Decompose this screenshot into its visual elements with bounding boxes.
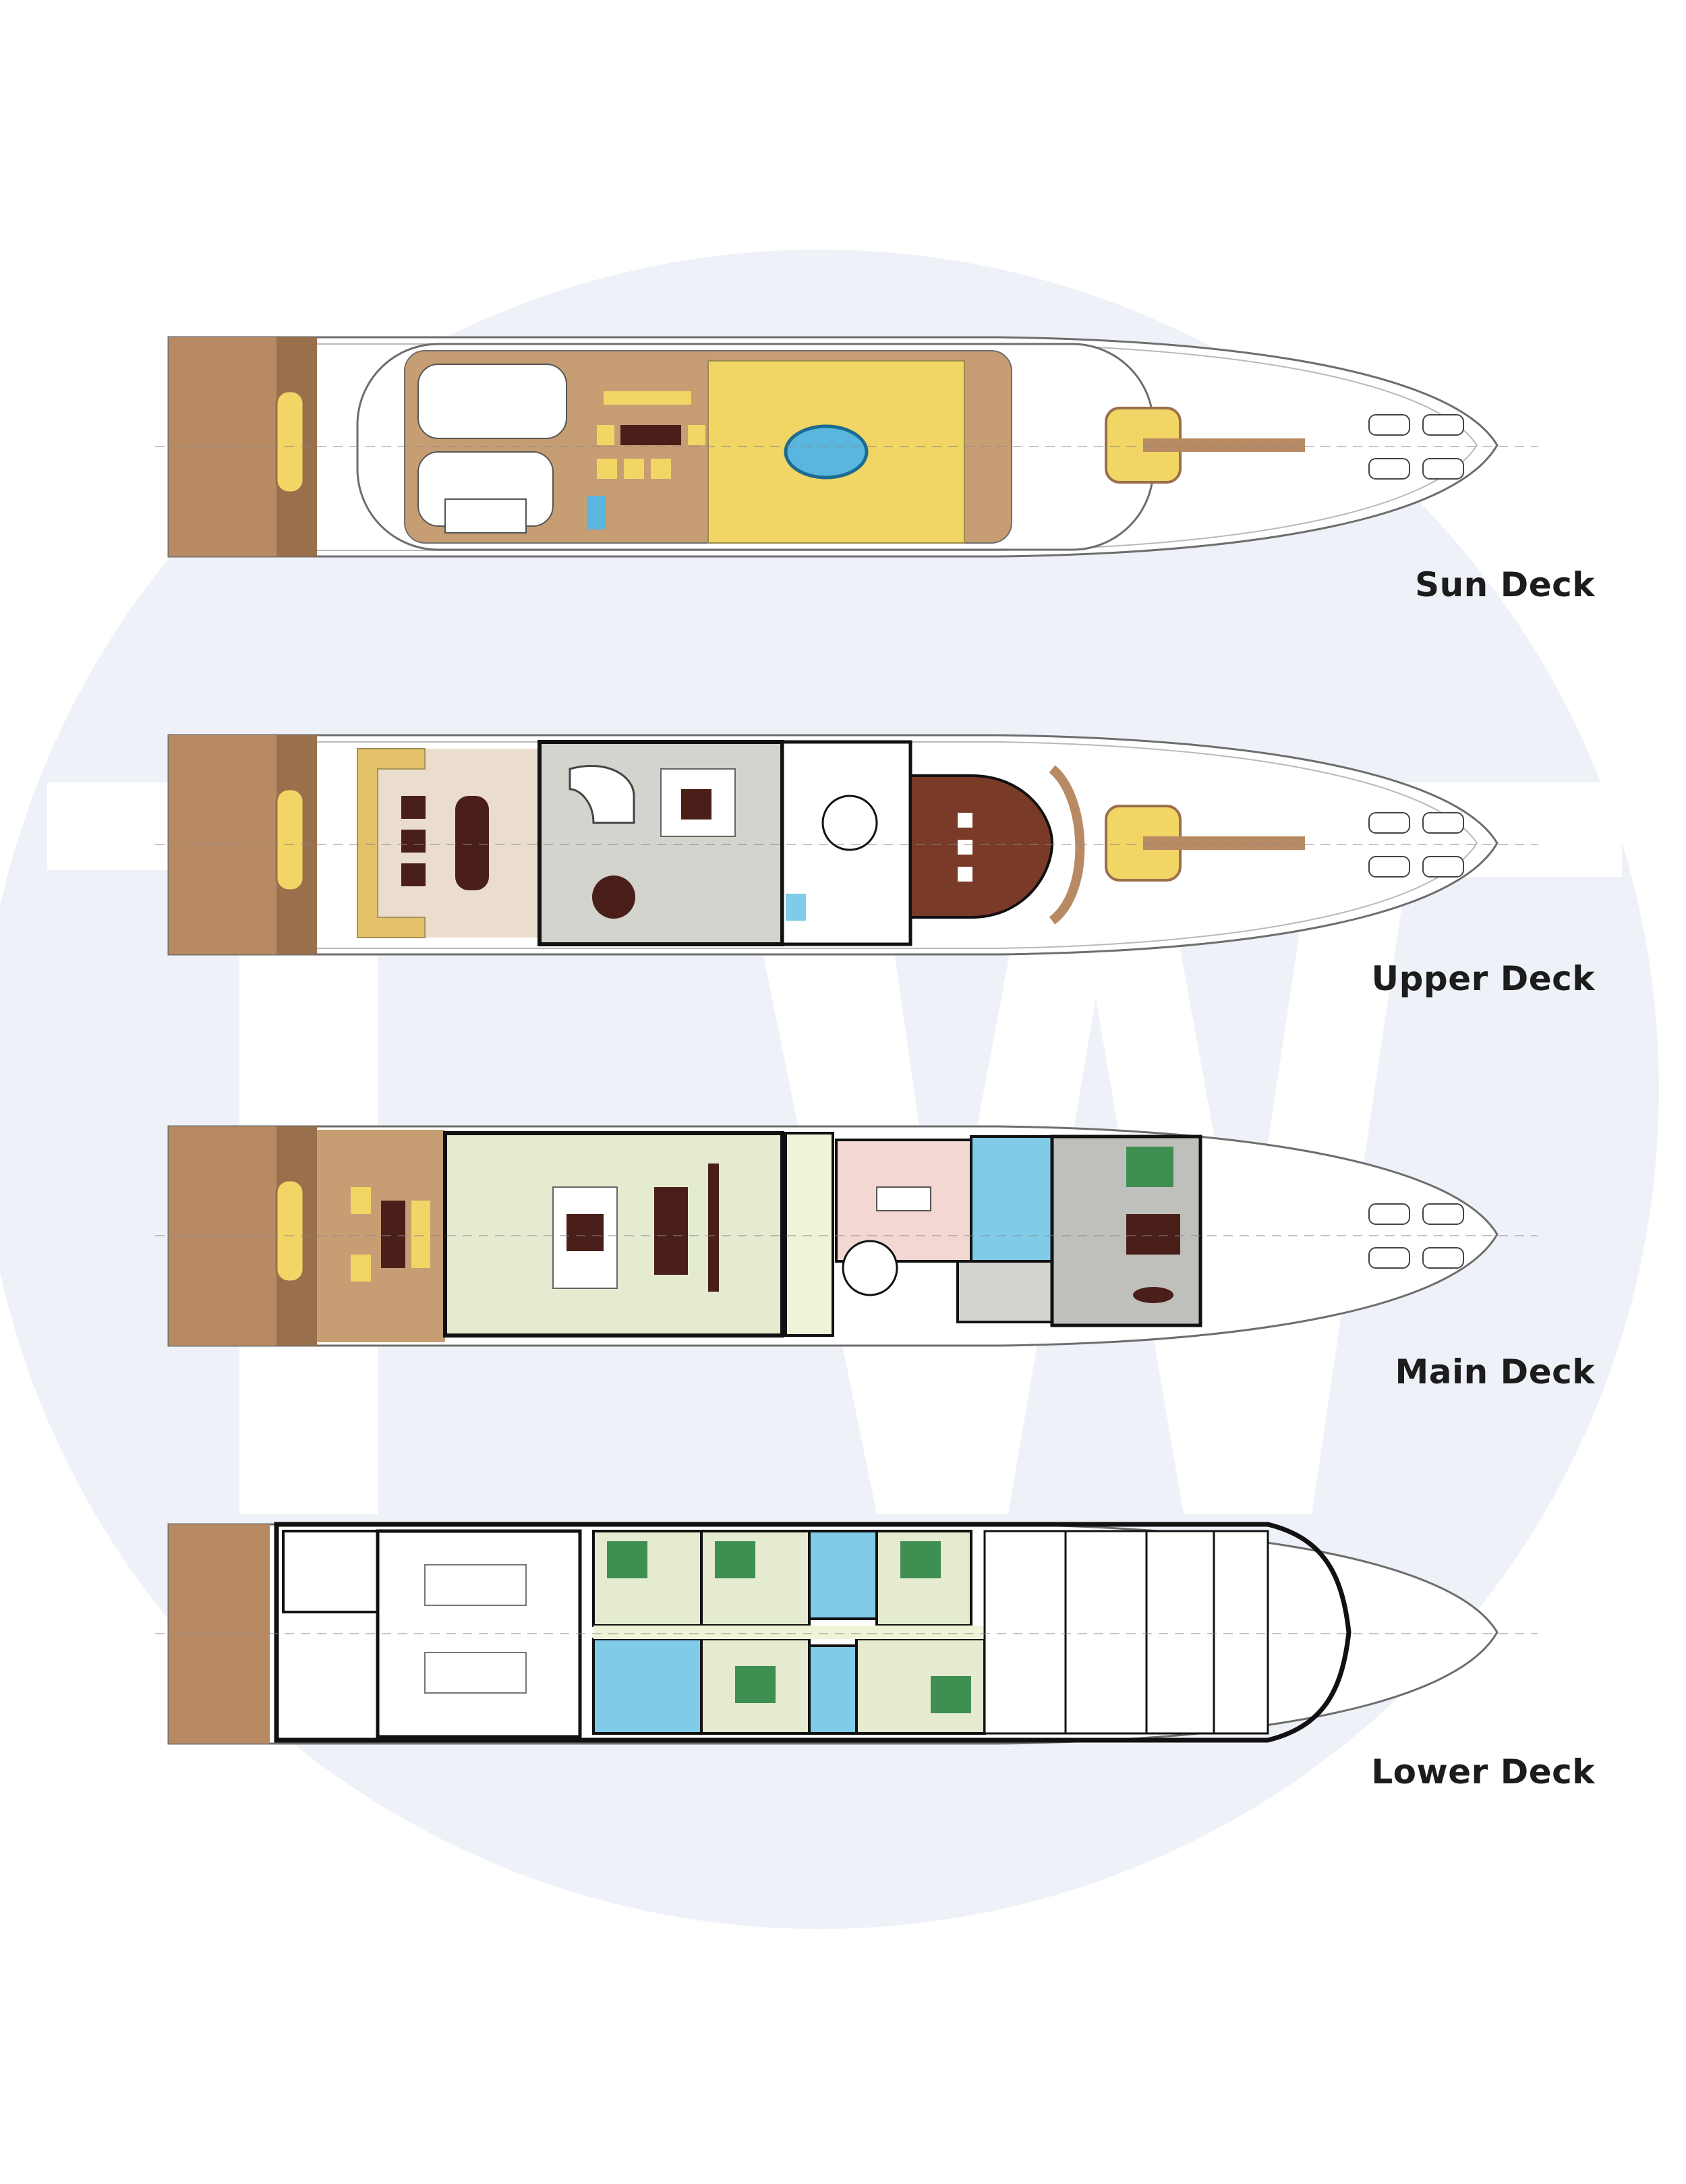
aft-sunpad (275, 788, 305, 892)
anchor-2 (1368, 856, 1410, 878)
forward-lounge (909, 774, 1054, 919)
guest-bed-1 (715, 1541, 755, 1578)
seat-yellow-3 (597, 459, 617, 479)
aft-lounge-sofa (357, 748, 426, 938)
engine-1 (424, 1564, 527, 1606)
guest-bed-2 (900, 1541, 941, 1578)
aft-dining-table (455, 796, 489, 890)
jacuzzi-pool (784, 424, 869, 480)
aft-lounge-floor (357, 749, 540, 938)
anchor-3 (1422, 1203, 1464, 1225)
forward-seat-1 (958, 813, 972, 828)
game-table (592, 875, 635, 919)
hull-inner-line (189, 343, 1478, 551)
entrance-lobby (784, 1132, 834, 1337)
anchor-2 (1368, 458, 1410, 480)
jetski-rack (444, 498, 527, 534)
saloon-bar (708, 1163, 719, 1292)
lower-deck-plan (155, 1522, 1538, 1745)
corridor (593, 1626, 985, 1639)
forward-seat-2 (958, 840, 972, 855)
ottoman-3 (401, 863, 426, 886)
guest-bath-a (808, 1530, 878, 1620)
anchor-4 (1422, 1247, 1464, 1269)
anchor-1 (1368, 414, 1410, 436)
spiral-stair (842, 1240, 898, 1296)
bathroom-blue (786, 894, 806, 921)
forward-deck-arc (1049, 765, 1085, 925)
anchor-4 (1422, 856, 1464, 878)
seat-yellow-2 (688, 425, 705, 445)
anchor-1 (1368, 812, 1410, 834)
sun-deck-plan (155, 336, 1538, 558)
aft-table (381, 1201, 405, 1268)
guest-bed-4 (735, 1666, 776, 1703)
engine-2 (424, 1652, 527, 1694)
guest-bed-3 (931, 1676, 971, 1713)
small-blue-unit (587, 496, 606, 529)
upper-deck-label: Upper Deck (1371, 959, 1595, 998)
master-rug (1133, 1287, 1173, 1303)
master-bath (970, 1135, 1053, 1263)
seat-yellow-1 (597, 425, 614, 445)
main-deck-label: Main Deck (1395, 1352, 1595, 1391)
main-deck-plan (155, 1125, 1538, 1347)
seat-yellow-5 (651, 459, 671, 479)
ottoman-1 (401, 796, 426, 819)
anchor-1 (1368, 1203, 1410, 1225)
crew-hull-wall (274, 1522, 1351, 1743)
curved-bar (569, 765, 635, 824)
bow-walkway (1143, 836, 1305, 850)
anchor-3 (1422, 812, 1464, 834)
master-sofa (1126, 1214, 1180, 1255)
upper-deck-plan (155, 734, 1538, 956)
sun-deck-label: Sun Deck (1415, 565, 1595, 604)
aft-sofa-2 (351, 1255, 371, 1282)
aft-sofa-1 (351, 1187, 371, 1214)
guest-bath-b (808, 1644, 858, 1735)
aft-sunpad (275, 1179, 305, 1283)
crew-quarters (983, 1530, 1269, 1735)
master-bed (1126, 1147, 1173, 1187)
crew-mess (282, 1530, 379, 1613)
forward-seat-3 (958, 867, 972, 882)
hull-inner-line (189, 741, 1478, 949)
bar-stools (604, 391, 691, 405)
spiral-stair (821, 795, 878, 851)
skylounge-coffee-table (681, 789, 711, 820)
aft-sunpad (275, 390, 305, 494)
vip-bath (592, 1638, 703, 1735)
anchor-4 (1422, 458, 1464, 480)
tender-1 (417, 364, 567, 439)
lower-deck-label: Lower Deck (1371, 1752, 1595, 1791)
galley-island (876, 1186, 931, 1211)
aft-sofa-long (411, 1201, 430, 1268)
ottoman-2 (401, 830, 426, 853)
dining-table (620, 425, 681, 445)
anchor-3 (1422, 414, 1464, 436)
anchor-2 (1368, 1247, 1410, 1269)
vip-bed (607, 1541, 647, 1578)
saloon-coffee-table (566, 1214, 604, 1251)
bow-walkway (1143, 438, 1305, 452)
saloon-dining-table (654, 1187, 688, 1275)
seat-yellow-4 (624, 459, 644, 479)
